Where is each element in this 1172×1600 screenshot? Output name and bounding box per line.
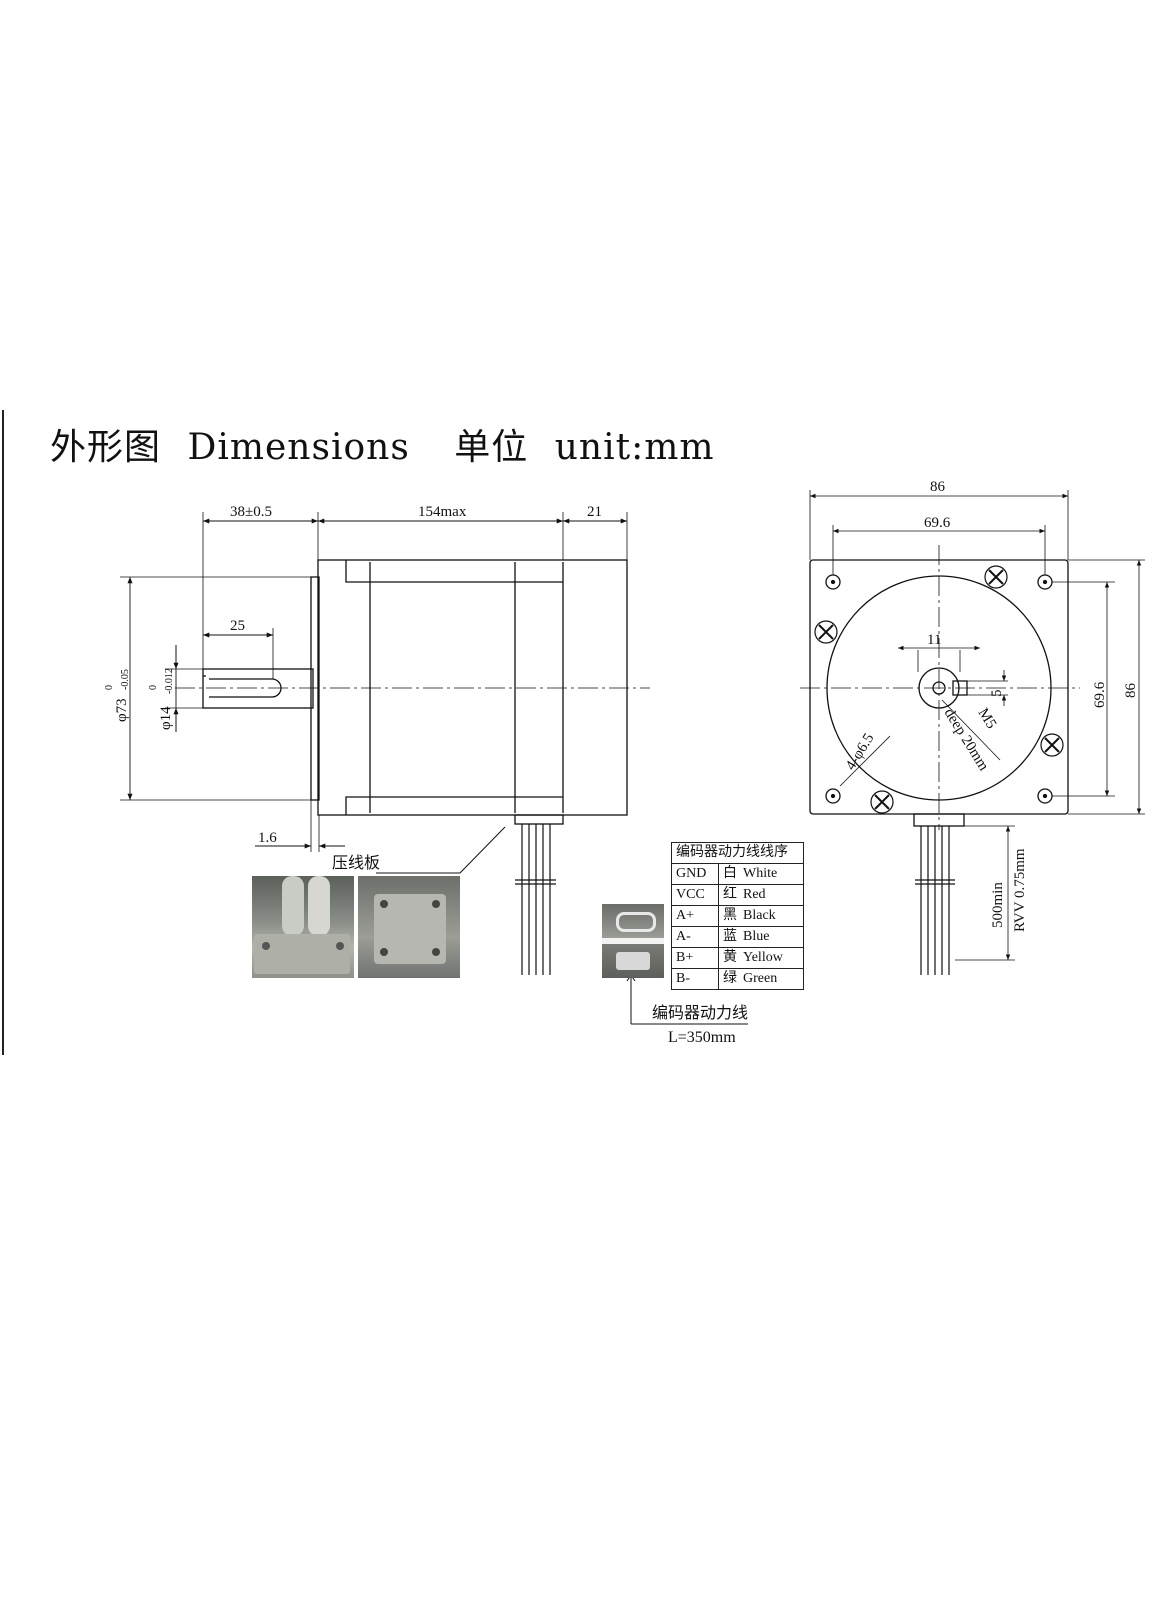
label-clamp-plate: 压线板 — [332, 854, 380, 872]
wire-color-cn: 蓝 — [723, 929, 737, 944]
title-unit-en: unit:mm — [554, 427, 715, 468]
label-key-height: 5 — [989, 690, 1005, 698]
label-front-width: 86 — [930, 479, 946, 495]
wire-color-en: Green — [743, 971, 778, 986]
wire-signal: A+ — [671, 905, 719, 927]
holes-leader — [839, 735, 891, 787]
label-body-length: 154max — [418, 504, 467, 520]
photo-clamp-plate — [358, 876, 460, 978]
label-hole-spacing-side: 69.6 — [1092, 681, 1108, 708]
thread-leader — [941, 699, 1001, 761]
wire-signal: B+ — [671, 947, 719, 969]
label-flange: 1.6 — [258, 830, 277, 846]
table-row: VCC 红 Red — [671, 884, 804, 906]
photo-encoder-connector — [602, 904, 664, 978]
front-cable-gland — [913, 813, 965, 827]
front-shaft-key — [952, 680, 968, 696]
side-cable-wires — [515, 824, 556, 975]
label-key-length: 25 — [230, 618, 245, 634]
wire-signal: A- — [671, 926, 719, 948]
label-encoder-cable: 编码器动力线 — [652, 1004, 748, 1022]
side-body-chamfer-bottom — [345, 796, 563, 815]
table-row: GND 白 White — [671, 863, 804, 885]
wire-signal: VCC — [671, 884, 719, 906]
front-shaft-thread-hole — [932, 681, 946, 695]
wire-color-cn: 黑 — [723, 908, 737, 923]
clamp-leader-line — [376, 826, 506, 874]
wire-color-cn: 红 — [723, 887, 737, 902]
front-cable-wires — [915, 826, 955, 975]
label-body-diameter: φ73 — [114, 698, 130, 722]
wire-color-cn: 白 — [723, 866, 737, 881]
label-hole-spacing-top: 69.6 — [924, 515, 951, 531]
wire-color-en: Black — [743, 908, 776, 923]
label-key-width: 11 — [927, 632, 941, 648]
label-cable-length: 500min — [990, 882, 1006, 928]
label-shaft-diameter: φ14 — [158, 706, 174, 730]
wire-signal: GND — [671, 863, 719, 885]
page-left-rule — [2, 410, 4, 1055]
label-rear-length: 21 — [587, 504, 602, 520]
side-motor-body — [317, 559, 628, 816]
title-cn: 外形图 — [50, 427, 162, 468]
wiring-table-header: 编码器动力线线序 — [671, 842, 804, 864]
wire-color-en: White — [743, 866, 778, 881]
table-row: A- 蓝 Blue — [671, 926, 804, 948]
wire-color-en: Red — [743, 887, 766, 902]
label-front-height: 86 — [1123, 683, 1139, 699]
front-screws — [814, 565, 1064, 814]
front-shaft-end — [918, 667, 960, 709]
wire-color-cn: 黄 — [723, 950, 737, 965]
side-view — [120, 512, 650, 975]
label-shaft-diameter-tol-lower: -0.012 — [164, 668, 175, 694]
wire-color-en: Blue — [743, 929, 770, 944]
side-shaft-key — [209, 678, 282, 698]
side-shaft — [202, 668, 314, 709]
photo-clamp-installed — [252, 876, 354, 978]
label-cable-type: RVV 0.75mm — [1012, 848, 1028, 932]
label-body-diameter-tol-lower: -0.05 — [120, 669, 131, 690]
label-body-diameter-tol-upper: 0 — [104, 685, 115, 690]
label-encoder-cable-length: L=350mm — [668, 1029, 736, 1046]
label-holes: 4-φ6.5 — [843, 731, 878, 773]
title-unit-cn: 单位 — [454, 427, 529, 468]
side-body-chamfer-top — [345, 560, 563, 583]
wiring-table: 编码器动力线线序 GND 白 White VCC 红 Red A+ 黑 Black A… — [671, 842, 804, 990]
label-shaft-length: 38±0.5 — [230, 504, 272, 520]
side-cable-gland — [514, 814, 564, 825]
wire-color-cn: 绿 — [723, 971, 737, 986]
label-thread: M5 — [975, 706, 1000, 732]
front-view — [800, 490, 1145, 975]
label-shaft-diameter-tol-upper: 0 — [148, 685, 159, 690]
title-en: Dimensions — [187, 427, 410, 468]
page-title: 外形图 Dimensions 单位 unit:mm — [50, 418, 728, 470]
wire-color-en: Yellow — [743, 950, 783, 965]
table-row: A+ 黑 Black — [671, 905, 804, 927]
table-row: B- 绿 Green — [671, 968, 804, 990]
wire-signal: B- — [671, 968, 719, 990]
table-row: B+ 黄 Yellow — [671, 947, 804, 969]
side-flange-plate — [310, 576, 320, 801]
